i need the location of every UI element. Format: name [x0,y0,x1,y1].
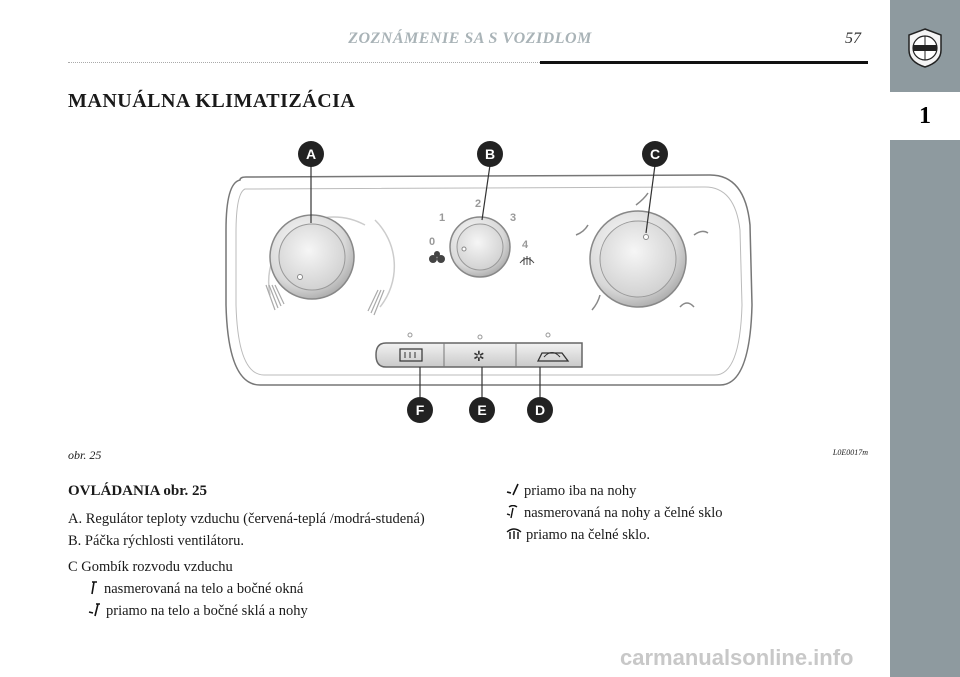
button-strip [375,332,583,368]
body-feet-symbol [575,224,589,236]
lancia-logo-icon [908,28,942,68]
climate-control-figure: 0 1 2 3 4 [225,141,753,423]
svg-text:A: A [306,146,316,162]
svg-text:E: E [477,402,486,418]
controls-right-column: priamo iba na nohy nasmerovaná na nohy a… [506,480,886,546]
windscreen-airflow-icon [506,528,522,539]
svg-text:F: F [416,402,425,418]
recirculation-button[interactable] [536,352,570,362]
defrost-small-icon [519,256,535,265]
svg-text:D: D [535,402,545,418]
header-solid-rule [540,61,868,64]
body-airflow-symbol [635,192,649,206]
distribution-item: nasmerovaná na nohy a čelné sklo [506,502,886,524]
chapter-tab [890,92,960,140]
fan-icon [429,251,445,263]
temperature-knob[interactable] [265,214,396,316]
header-dotted-rule [68,62,868,63]
windscreen-symbol [679,302,695,308]
svg-text:C: C [650,146,660,162]
callout-c: C [642,141,668,167]
distribution-item: priamo iba na nohy [506,480,886,502]
controls-heading: OVLÁDANIA obr. 25 [68,483,208,499]
feet-airflow-icon [506,483,519,496]
fan-speed-4: 4 [522,239,529,251]
running-header: ZOZNÁMENIE SA S VOZIDLOM [348,30,592,47]
figure-caption: obr. 25 [68,448,102,462]
svg-text:B: B [485,146,495,162]
feet-windscreen-symbol [693,230,709,236]
distribution-item: nasmerovaná na telo a bočné okná [68,578,468,600]
control-item-a: A. Regulátor teploty vzduchu (červená-te… [68,511,425,527]
distribution-item: priamo na telo a bočné sklá a nohy [68,600,468,622]
callout-e: E [469,397,495,423]
body-airflow-icon [91,581,97,595]
feet-symbol [591,294,601,311]
watermark: carmanualsonline.info [620,645,854,670]
controls-left-column: OVLÁDANIA obr. 25 A. Regulátor teploty v… [68,480,468,622]
air-distribution-knob[interactable] [575,192,709,311]
section-title: MANUÁLNA KLIMATIZÁCIA [68,90,356,112]
body-feet-airflow-icon [88,603,100,617]
chapter-number: 1 [919,103,931,129]
feet-windscreen-airflow-icon [506,505,518,519]
callout-a: A [298,141,324,167]
control-item-b: B. Páčka rýchlosti ventilátoru. [68,533,244,549]
callout-d: D [527,397,553,423]
control-item-c: C Gombík rozvodu vzduchu [68,559,233,575]
figure-code: L0E0017m [832,448,868,457]
fan-speed-knob[interactable]: 0 1 2 3 4 [429,198,535,278]
fan-speed-2: 2 [475,198,481,210]
callout-b: B [477,141,503,167]
snowflake-icon: ✲ [473,349,485,365]
callout-f: F [407,397,433,423]
fan-speed-3: 3 [510,212,516,224]
rear-defrost-button[interactable] [399,348,423,362]
page-number: 57 [845,30,861,47]
chapter-sidebar: 1 [890,0,960,677]
distribution-item: priamo na čelné sklo. [506,524,886,546]
fan-speed-1: 1 [439,212,445,224]
fan-speed-0: 0 [429,236,435,248]
ac-compressor-button[interactable]: ✲ [473,349,485,365]
